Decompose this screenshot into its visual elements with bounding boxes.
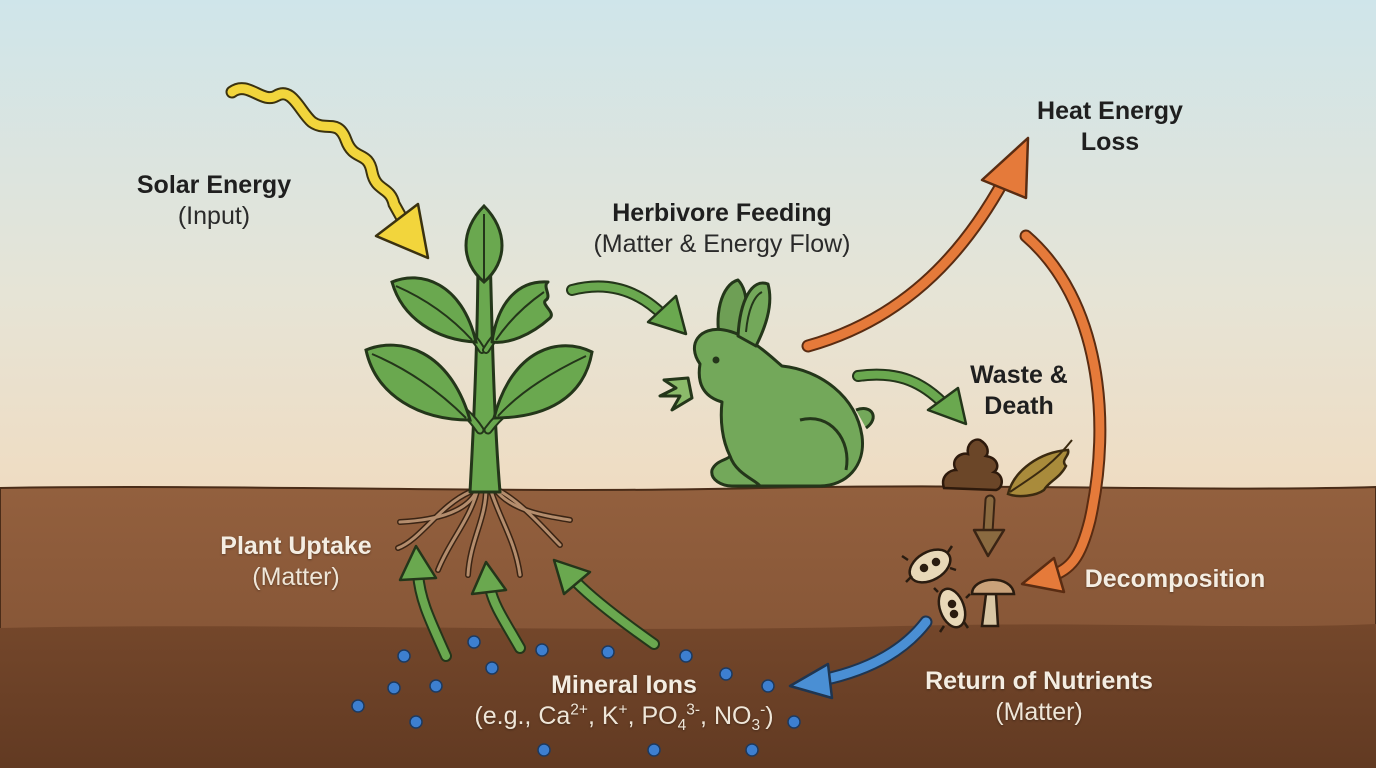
heat-energy-loss-line1: Heat Energy	[1037, 97, 1183, 125]
solar-energy-arrow	[225, 82, 430, 260]
return-of-nutrients-subtitle: (Matter)	[995, 698, 1083, 727]
waste-death-arrow	[852, 368, 968, 426]
return-of-nutrients-title: Return of Nutrients	[925, 667, 1153, 695]
bacterium-2	[933, 587, 971, 633]
waste-death-label: Waste & Death	[946, 360, 1092, 423]
mineral-ions-label: Mineral Ions (e.g., Ca2+, K+, PO43-, NO3…	[430, 670, 818, 735]
mineral-ions-title: Mineral Ions	[551, 671, 697, 699]
rabbit-hind-leg	[799, 417, 849, 471]
plant-uptake-title: Plant Uptake	[220, 532, 372, 560]
return-of-nutrients-label: Return of Nutrients (Matter)	[898, 666, 1180, 729]
bacterium-1	[901, 545, 957, 584]
dung-pile	[941, 438, 1003, 492]
rabbit-grass-in-mouth	[658, 376, 694, 412]
solar-energy-label: Solar Energy (Input)	[118, 170, 310, 233]
solar-energy-subtitle: (Input)	[177, 202, 251, 231]
uptake-arrow-right	[552, 558, 660, 650]
waste-to-decomposer-arrow	[972, 494, 1006, 558]
deep-soil-layer	[0, 624, 1376, 768]
plant-uptake-label: Plant Uptake (Matter)	[198, 531, 394, 594]
heat-energy-loss-label: Heat Energy Loss	[1010, 96, 1210, 159]
heat-loss-arrow	[801, 136, 1030, 353]
uptake-arrow-left	[398, 544, 452, 662]
heat-to-decomposition-arrow	[1019, 229, 1107, 594]
fallen-leaf	[1006, 439, 1073, 498]
waste-death-line1: Waste &	[970, 361, 1068, 389]
herbivore-feeding-arrow	[566, 280, 688, 336]
rabbit-tail	[855, 407, 875, 430]
mineral-ion-dots	[351, 635, 801, 757]
leaf-lower-right	[492, 344, 594, 420]
decomposition-label: Decomposition	[1062, 564, 1288, 595]
solar-energy-title: Solar Energy	[136, 171, 292, 199]
return-of-nutrients-arrow	[788, 615, 933, 700]
plant-illustration	[364, 203, 594, 578]
mushroom	[970, 578, 1016, 628]
herbivore-feeding-subtitle: (Matter & Energy Flow)	[593, 230, 851, 259]
sky-background	[0, 0, 1376, 490]
uptake-arrow-middle	[470, 560, 526, 654]
decomposition-title: Decomposition	[1084, 565, 1266, 593]
herbivore-feeding-title: Herbivore Feeding	[612, 199, 832, 227]
herbivore-feeding-label: Herbivore Feeding (Matter & Energy Flow)	[572, 198, 872, 261]
rabbit-front-leg	[728, 455, 762, 488]
rabbit-eye	[712, 356, 720, 364]
waste-death-line2: Death	[984, 392, 1054, 421]
plant-uptake-subtitle: (Matter)	[252, 563, 340, 592]
heat-energy-loss-line2: Loss	[1080, 128, 1140, 157]
rabbit-illustration	[658, 278, 875, 488]
mineral-ions-examples: (e.g., Ca2+, K+, PO43-, NO3-)	[474, 701, 774, 735]
